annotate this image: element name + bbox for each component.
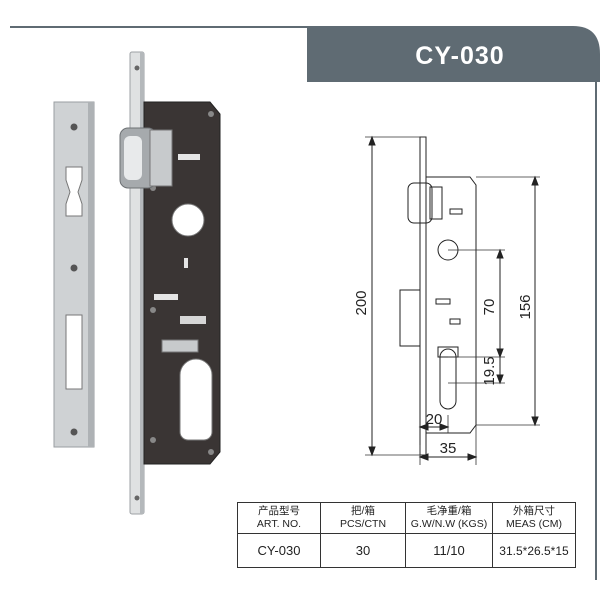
cell-art-no: CY-030 bbox=[237, 533, 321, 568]
spec-table: 产品型号 ART. NO. 把/箱 PCS/CTN 毛净重/箱 G.W/N.W … bbox=[237, 502, 576, 568]
product-title: CY-030 bbox=[415, 42, 505, 70]
title-tab bbox=[307, 26, 600, 82]
cell-meas: 31.5*26.5*15 bbox=[492, 533, 576, 568]
header-art-no: 产品型号 ART. NO. bbox=[237, 502, 321, 534]
header-meas: 外箱尺寸 MEAS (CM) bbox=[492, 502, 576, 534]
header-weight: 毛净重/箱 G.W/N.W (KGS) bbox=[405, 502, 493, 534]
cell-weight: 11/10 bbox=[405, 533, 493, 568]
dim-20: 20 bbox=[426, 411, 443, 428]
dim-35: 35 bbox=[440, 440, 457, 457]
lock-faceplate bbox=[129, 51, 145, 515]
table-row: CY-030 30 11/10 31.5*26.5*15 bbox=[237, 533, 576, 568]
cell-pcs-ctn: 30 bbox=[320, 533, 406, 568]
strike-plate bbox=[53, 101, 95, 448]
table-header-row: 产品型号 ART. NO. 把/箱 PCS/CTN 毛净重/箱 G.W/N.W … bbox=[237, 502, 576, 534]
frame-top-line bbox=[10, 26, 310, 28]
technical-drawing: 200 156 70 19.5 20 35 bbox=[353, 135, 540, 465]
lock-case bbox=[119, 101, 221, 465]
dim-70: 70 bbox=[481, 299, 498, 316]
dim-19-5: 19.5 bbox=[481, 356, 498, 385]
dim-156: 156 bbox=[517, 294, 534, 319]
header-pcs-ctn: 把/箱 PCS/CTN bbox=[320, 502, 406, 534]
dim-200: 200 bbox=[353, 290, 370, 315]
frame-right-line bbox=[595, 80, 597, 580]
lock-product-image bbox=[53, 51, 221, 515]
